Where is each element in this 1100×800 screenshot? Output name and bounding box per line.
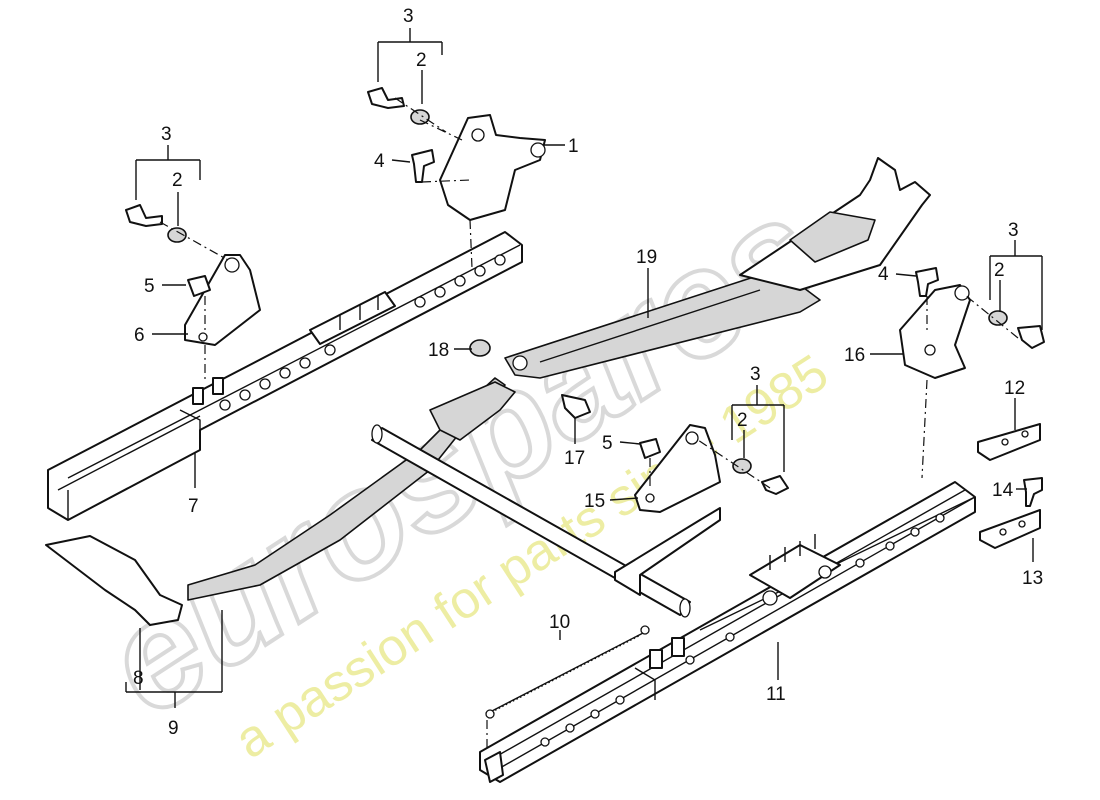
part-1-bracket <box>439 114 546 221</box>
callout-4-right: 4 <box>878 264 889 285</box>
callout-2-right: 2 <box>994 260 1005 281</box>
callout-15: 15 <box>584 491 605 512</box>
callout-2-top: 2 <box>416 50 427 71</box>
callout-18: 18 <box>428 340 449 361</box>
callout-14: 14 <box>992 480 1014 501</box>
callout-11: 11 <box>766 684 786 705</box>
callout-3-right: 3 <box>1008 220 1019 241</box>
callout-16: 16 <box>844 345 865 366</box>
callout-3-left: 3 <box>161 124 172 145</box>
part-12-plate <box>977 423 1041 461</box>
callout-2-left: 2 <box>172 170 183 191</box>
fasteners <box>125 87 1045 507</box>
callout-9: 9 <box>168 718 179 739</box>
callout-3-top: 3 <box>403 6 414 27</box>
callout-4-top: 4 <box>374 151 385 172</box>
part-15-bracket <box>634 424 721 513</box>
part-10-spring <box>485 625 650 719</box>
cross-tube <box>371 424 721 618</box>
callout-17: 17 <box>564 448 585 469</box>
callout-6: 6 <box>134 325 145 346</box>
callout-5-middle: 5 <box>602 433 613 454</box>
leader-lines <box>125 28 1043 708</box>
callout-13: 13 <box>1022 568 1043 589</box>
part-16-bracket <box>899 284 971 379</box>
part-6-bracket <box>184 254 261 346</box>
part-13-plate <box>979 509 1041 549</box>
callout-2-middle: 2 <box>737 410 748 431</box>
callout-5-left: 5 <box>144 276 155 297</box>
callout-8: 8 <box>133 668 144 689</box>
part-9-handle-assembly <box>45 377 516 626</box>
callout-1: 1 <box>568 136 579 157</box>
part-11-seat-rail-right <box>479 481 976 783</box>
callout-7: 7 <box>188 496 199 517</box>
part-7-seat-rail-left <box>47 231 523 521</box>
callout-10: 10 <box>549 612 570 633</box>
callouts: 1 2 2 2 2 3 3 3 3 4 4 5 5 6 7 8 9 10 11 … <box>133 6 1043 739</box>
callout-12: 12 <box>1004 378 1025 399</box>
assembly-lines <box>159 97 1019 752</box>
callout-3-middle: 3 <box>750 364 761 385</box>
part-19-release-lever <box>504 157 931 379</box>
callout-19: 19 <box>636 247 657 268</box>
